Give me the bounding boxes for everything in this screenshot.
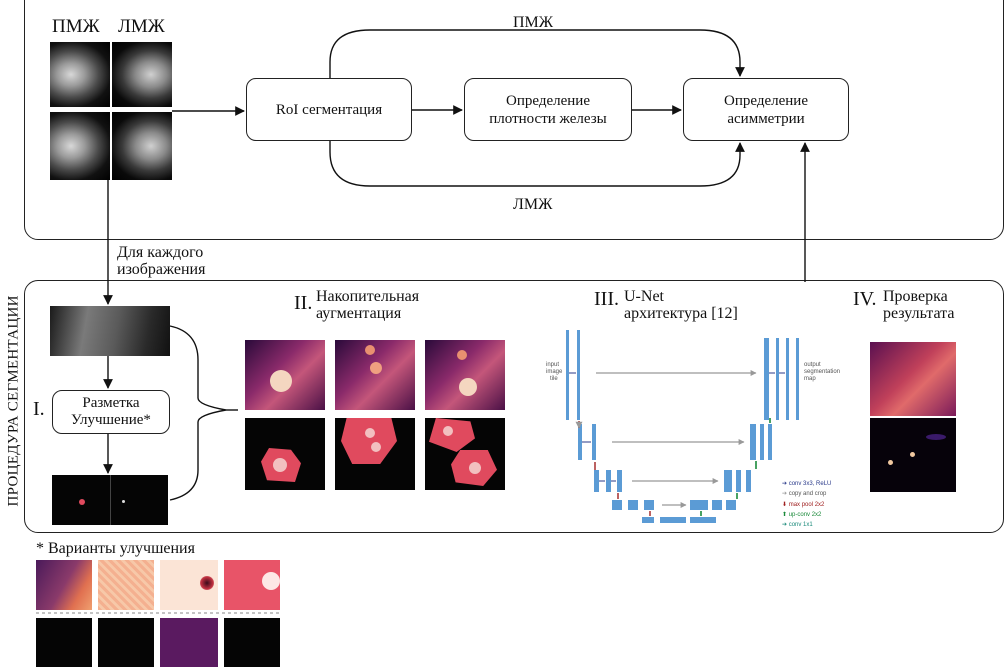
stage2-title-line1: Накопительная [316,288,420,305]
legend-pool-text: max pool 2x2 [788,502,825,508]
aug-heatmap-2 [335,340,415,410]
unet-input-label-3: tile [550,376,558,382]
result-mask [870,418,956,492]
aug-mask-2 [335,418,415,490]
unet-input-label-1: input [546,362,560,368]
node-roi-segmentation: RoI сегментация [246,78,412,141]
enh-variant-2 [98,560,154,610]
aug-mask-3 [425,418,505,490]
mammogram-top-left [50,42,110,107]
arc-bottom-label: ЛМЖ [513,196,553,213]
stage1-box-line1: Разметка [82,395,140,411]
unet-dec2-a [750,424,756,460]
stage4-title-line1: Проверка [883,288,948,305]
unet-dec4-a [690,500,708,510]
legend-conv1x1-text: conv 1x1 [788,522,813,528]
arc-top [329,29,745,78]
enh-mask-2 [98,618,154,667]
result-heatmap [870,342,956,416]
stage3-title-line2: архитектура [12] [624,305,738,322]
stage4-numeral: IV. [853,288,877,310]
arc-bottom [329,141,745,187]
node-asym-line1: Определение [724,92,808,109]
enh-mask-3 [160,618,218,667]
node-asymmetry: Определение асимметрии [683,78,849,141]
arc-top-label: ПМЖ [513,14,554,31]
legend-conv1x1: ➔ conv 1x1 [782,522,813,528]
mammogram-top-right [112,42,172,107]
unet-enc3-a [594,470,599,492]
legend-copy-text: copy and crop [788,491,827,497]
enh-mask-1 [36,618,92,667]
unet-output-label-1: output [804,362,821,368]
node-roi-text: RoI сегментация [275,101,383,118]
view-right-label: ЛМЖ [118,16,165,37]
unet-enc2-a [578,424,582,460]
unet-dec1-c [786,338,789,420]
stage3-numeral: III. [594,288,619,310]
unet-enc2-b [592,424,596,460]
unet-enc4-b [628,500,638,510]
footnote-title: * Варианты улучшения [36,540,195,557]
enh-mask-4 [224,618,280,667]
stage1-mask-image [52,475,168,525]
unet-enc3-c [617,470,622,492]
aug-heatmap-3 [425,340,505,410]
node-density-line1: Определение [506,92,590,109]
stage4-title-line2: результата [883,305,955,322]
legend-conv: ➔ conv 3x3, ReLU [782,481,832,487]
stage2-title-line2: аугментация [316,305,402,322]
unet-input-label-2: image [546,369,563,375]
unet-dec2-b [760,424,764,460]
unet-output-label-2: segmentation [804,369,841,375]
node-asym-line2: асимметрии [727,110,805,127]
unet-enc3-b [606,470,611,492]
unet-bottleneck-b [660,517,686,523]
unet-dec3-b [736,470,741,492]
unet-dec1-a [764,338,769,420]
stage2-numeral: II. [294,292,313,314]
segmentation-panel [24,280,1004,533]
enh-variant-1 [36,560,92,610]
aug-mask-1 [245,418,325,490]
stage1-numeral: I. [33,398,45,420]
view-left-label: ПМЖ [52,16,100,37]
stage1-box: Разметка Улучшение* [52,390,170,434]
unet-enc1-b [577,330,580,420]
unet-enc4-a [612,500,622,510]
unet-dec3-a [724,470,732,492]
unet-dec2-c [768,424,772,460]
mammogram-bottom-right [112,112,172,180]
link-label-line1: Для каждого [117,244,204,261]
link-label-line2: изображения [117,261,206,278]
unet-output [796,338,799,420]
legend-pool: ⬇ max pool 2x2 [782,502,825,508]
legend-upconv: ⬆ up-conv 2x2 [782,512,822,518]
stage1-input-image [50,306,170,356]
stage3-title-line1: U-Net [624,288,664,305]
unet-enc1-a [566,330,569,420]
node-density-line2: плотности железы [489,110,607,127]
aug-heatmap-1 [245,340,325,410]
unet-enc4-c [644,500,654,510]
node-density: Определение плотности железы [464,78,632,141]
stage1-box-line2: Улучшение* [71,412,151,428]
enh-variant-3 [160,560,218,610]
unet-dec4-b [712,500,722,510]
unet-dec4-c [726,500,736,510]
legend-copy: ➔ copy and crop [782,491,827,497]
top-panel [24,0,1004,240]
unet-dec3-c [746,470,751,492]
unet-bottleneck-a [642,517,654,523]
brace-connector [169,325,227,501]
legend-conv-text: conv 3x3, ReLU [788,481,832,487]
legend-upconv-text: up-conv 2x2 [788,512,822,518]
enh-variant-4 [224,560,280,610]
unet-bottleneck-c [690,517,716,523]
unet-dec1-b [776,338,779,420]
mammogram-bottom-left [50,112,110,180]
unet-output-label-3: map [804,376,816,382]
